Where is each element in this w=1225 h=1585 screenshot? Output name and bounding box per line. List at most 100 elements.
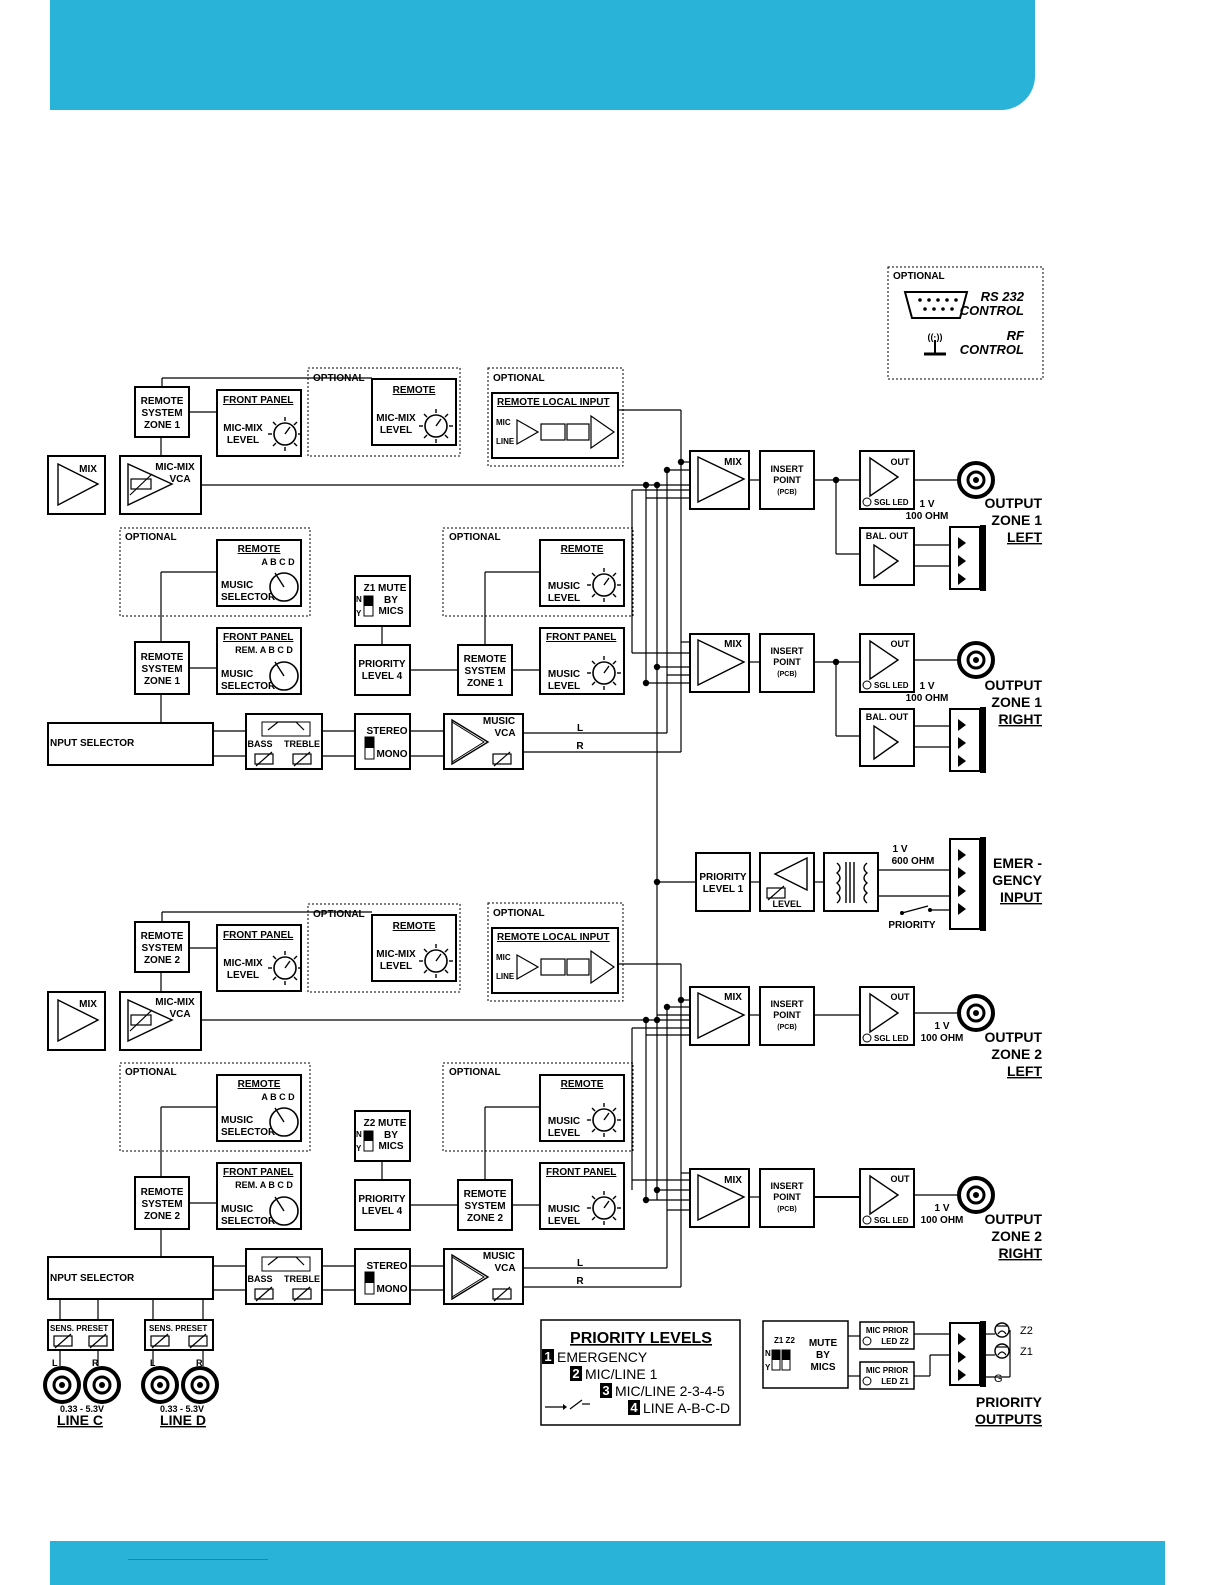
svg-text:LEVEL 1: LEVEL 1 (703, 884, 744, 895)
svg-text:N: N (765, 1349, 771, 1358)
svg-text:REMOTE: REMOTE (464, 1189, 507, 1200)
svg-text:OUTPUT: OUTPUT (984, 1029, 1042, 1045)
svg-text:1: 1 (544, 1349, 551, 1364)
stereo-mono-switch-z2 (354, 1248, 411, 1305)
svg-text:ZONE 2: ZONE 2 (991, 1046, 1042, 1062)
svg-text:MIC-MIX: MIC-MIX (155, 997, 195, 1008)
svg-text:MICS: MICS (811, 1362, 836, 1373)
svg-text:Z1 Z2: Z1 Z2 (774, 1336, 795, 1345)
svg-text:BY: BY (384, 1130, 398, 1141)
svg-text:Y: Y (356, 609, 362, 618)
svg-text:ZONE 1: ZONE 1 (144, 420, 181, 431)
svg-text:REMOTE: REMOTE (464, 654, 507, 665)
svg-text:PRIORITY LEVELS: PRIORITY LEVELS (570, 1330, 712, 1347)
svg-text:FRONT PANEL: FRONT PANEL (546, 632, 616, 643)
remote-system-zone2-level (457, 1179, 513, 1231)
svg-text:MUSIC: MUSIC (548, 1204, 580, 1215)
svg-text:REMOTE: REMOTE (238, 1079, 281, 1090)
svg-text:INSERT: INSERT (770, 464, 804, 474)
remote-music-level-z2 (539, 1074, 625, 1142)
svg-text:MIC/LINE 2-3-4-5: MIC/LINE 2-3-4-5 (615, 1383, 725, 1399)
footer-link[interactable] (128, 1559, 268, 1560)
svg-text:SELECTOR: SELECTOR (221, 681, 276, 692)
svg-text:MIC PRIOR: MIC PRIOR (866, 1326, 908, 1335)
svg-text:TREBLE: TREBLE (284, 739, 320, 749)
svg-text:INSERT: INSERT (770, 999, 804, 1009)
svg-text:BAL. OUT: BAL. OUT (866, 531, 909, 541)
svg-text:MIX: MIX (724, 992, 742, 1003)
svg-text:PRIORITY: PRIORITY (976, 1394, 1043, 1410)
input-selector-z1 (47, 722, 214, 766)
svg-text:OPTIONAL: OPTIONAL (313, 909, 365, 920)
svg-text:ZONE 2: ZONE 2 (144, 955, 181, 966)
svg-text:MIX: MIX (724, 1175, 742, 1186)
bnc-output-z2-left (957, 994, 995, 1032)
svg-text:LEVEL: LEVEL (227, 970, 259, 981)
svg-text:SELECTOR: SELECTOR (221, 592, 276, 603)
svg-text:1 V: 1 V (934, 1021, 949, 1032)
svg-text:MUSIC: MUSIC (221, 1204, 253, 1215)
svg-text:2: 2 (572, 1366, 579, 1381)
rca-line-d-left (141, 1366, 179, 1404)
priority-level-4-z2 (354, 1179, 411, 1231)
svg-text:MUSIC: MUSIC (483, 1251, 515, 1262)
svg-text:REMOTE: REMOTE (141, 1187, 184, 1198)
svg-text:4: 4 (630, 1400, 638, 1415)
svg-text:LEVEL: LEVEL (380, 961, 412, 972)
svg-text:REMOTE: REMOTE (393, 921, 436, 932)
svg-text:LEFT: LEFT (1007, 1063, 1042, 1079)
svg-text:ZONE 1: ZONE 1 (144, 676, 181, 687)
svg-text:SGL LED: SGL LED (874, 498, 909, 507)
line-inputs: SENS. PRESET SENS. PRESET L R L R 0.33 -… (43, 1299, 219, 1428)
svg-text:OUT: OUT (891, 639, 911, 649)
lamp-z1-icon (994, 1343, 1010, 1359)
svg-text:OUTPUT: OUTPUT (984, 1211, 1042, 1227)
svg-text:0.33 - 5.3V: 0.33 - 5.3V (60, 1404, 104, 1414)
svg-text:REMOTE: REMOTE (141, 652, 184, 663)
svg-text:600 OHM: 600 OHM (892, 856, 935, 867)
input-selector-z2 (47, 1256, 214, 1300)
svg-text:EMER -: EMER - (993, 855, 1042, 871)
svg-text:SYSTEM: SYSTEM (141, 408, 182, 419)
zone2-bus (631, 999, 690, 1287)
insert-point-z1-right (759, 633, 815, 693)
rca-line-d-right (181, 1366, 219, 1404)
svg-text:(PCB): (PCB) (777, 671, 796, 678)
svg-text:LINE: LINE (496, 437, 515, 446)
terminal-z1-right (949, 706, 987, 774)
svg-text:RIGHT: RIGHT (998, 711, 1042, 727)
emergency-input-chain: PRIORITY LEVEL 1 LEVEL 1 V 600 OHM PRIOR… (695, 836, 1043, 931)
remote-system-zone1 (134, 386, 190, 438)
svg-text:POINT: POINT (773, 1192, 801, 1202)
bnc-output-z1-right (957, 641, 995, 679)
output-chain-z2-right: MIX INSERT POINT (PCB) OUT SGL LED 1 V 1… (689, 1168, 1042, 1261)
priority-level-4-z1 (354, 644, 411, 696)
svg-text:1 V: 1 V (919, 681, 934, 692)
svg-text:R: R (576, 741, 584, 752)
svg-text:ZONE 2: ZONE 2 (144, 1211, 181, 1222)
svg-text:LEVEL: LEVEL (548, 1128, 580, 1139)
svg-text:ZONE 2: ZONE 2 (467, 1213, 504, 1224)
svg-text:FRONT PANEL: FRONT PANEL (223, 395, 293, 406)
svg-text:MIC-MIX: MIC-MIX (223, 958, 263, 969)
lamp-z2-icon (994, 1322, 1010, 1338)
arrow-switch-icon (545, 1399, 590, 1410)
svg-text:(PCB): (PCB) (777, 489, 796, 496)
svg-text:SELECTOR: SELECTOR (221, 1127, 276, 1138)
svg-text:(PCB): (PCB) (777, 1206, 796, 1213)
svg-text:MUSIC: MUSIC (548, 581, 580, 592)
svg-text:LEVEL 4: LEVEL 4 (362, 1206, 403, 1217)
svg-text:N: N (356, 595, 362, 604)
svg-text:OPTIONAL: OPTIONAL (493, 908, 545, 919)
svg-text:LEVEL: LEVEL (548, 681, 580, 692)
svg-text:1 V: 1 V (892, 844, 907, 855)
svg-text:BY: BY (816, 1350, 830, 1361)
svg-text:LED Z1: LED Z1 (881, 1377, 909, 1386)
svg-text:RS 232: RS 232 (981, 289, 1025, 304)
svg-text:MIC PRIOR: MIC PRIOR (866, 1366, 908, 1375)
svg-text:REMOTE: REMOTE (561, 1079, 604, 1090)
svg-text:VCA: VCA (169, 1009, 190, 1020)
svg-text:LEVEL: LEVEL (380, 425, 412, 436)
svg-text:MUSIC: MUSIC (221, 1115, 253, 1126)
svg-text:REMOTE: REMOTE (393, 385, 436, 396)
